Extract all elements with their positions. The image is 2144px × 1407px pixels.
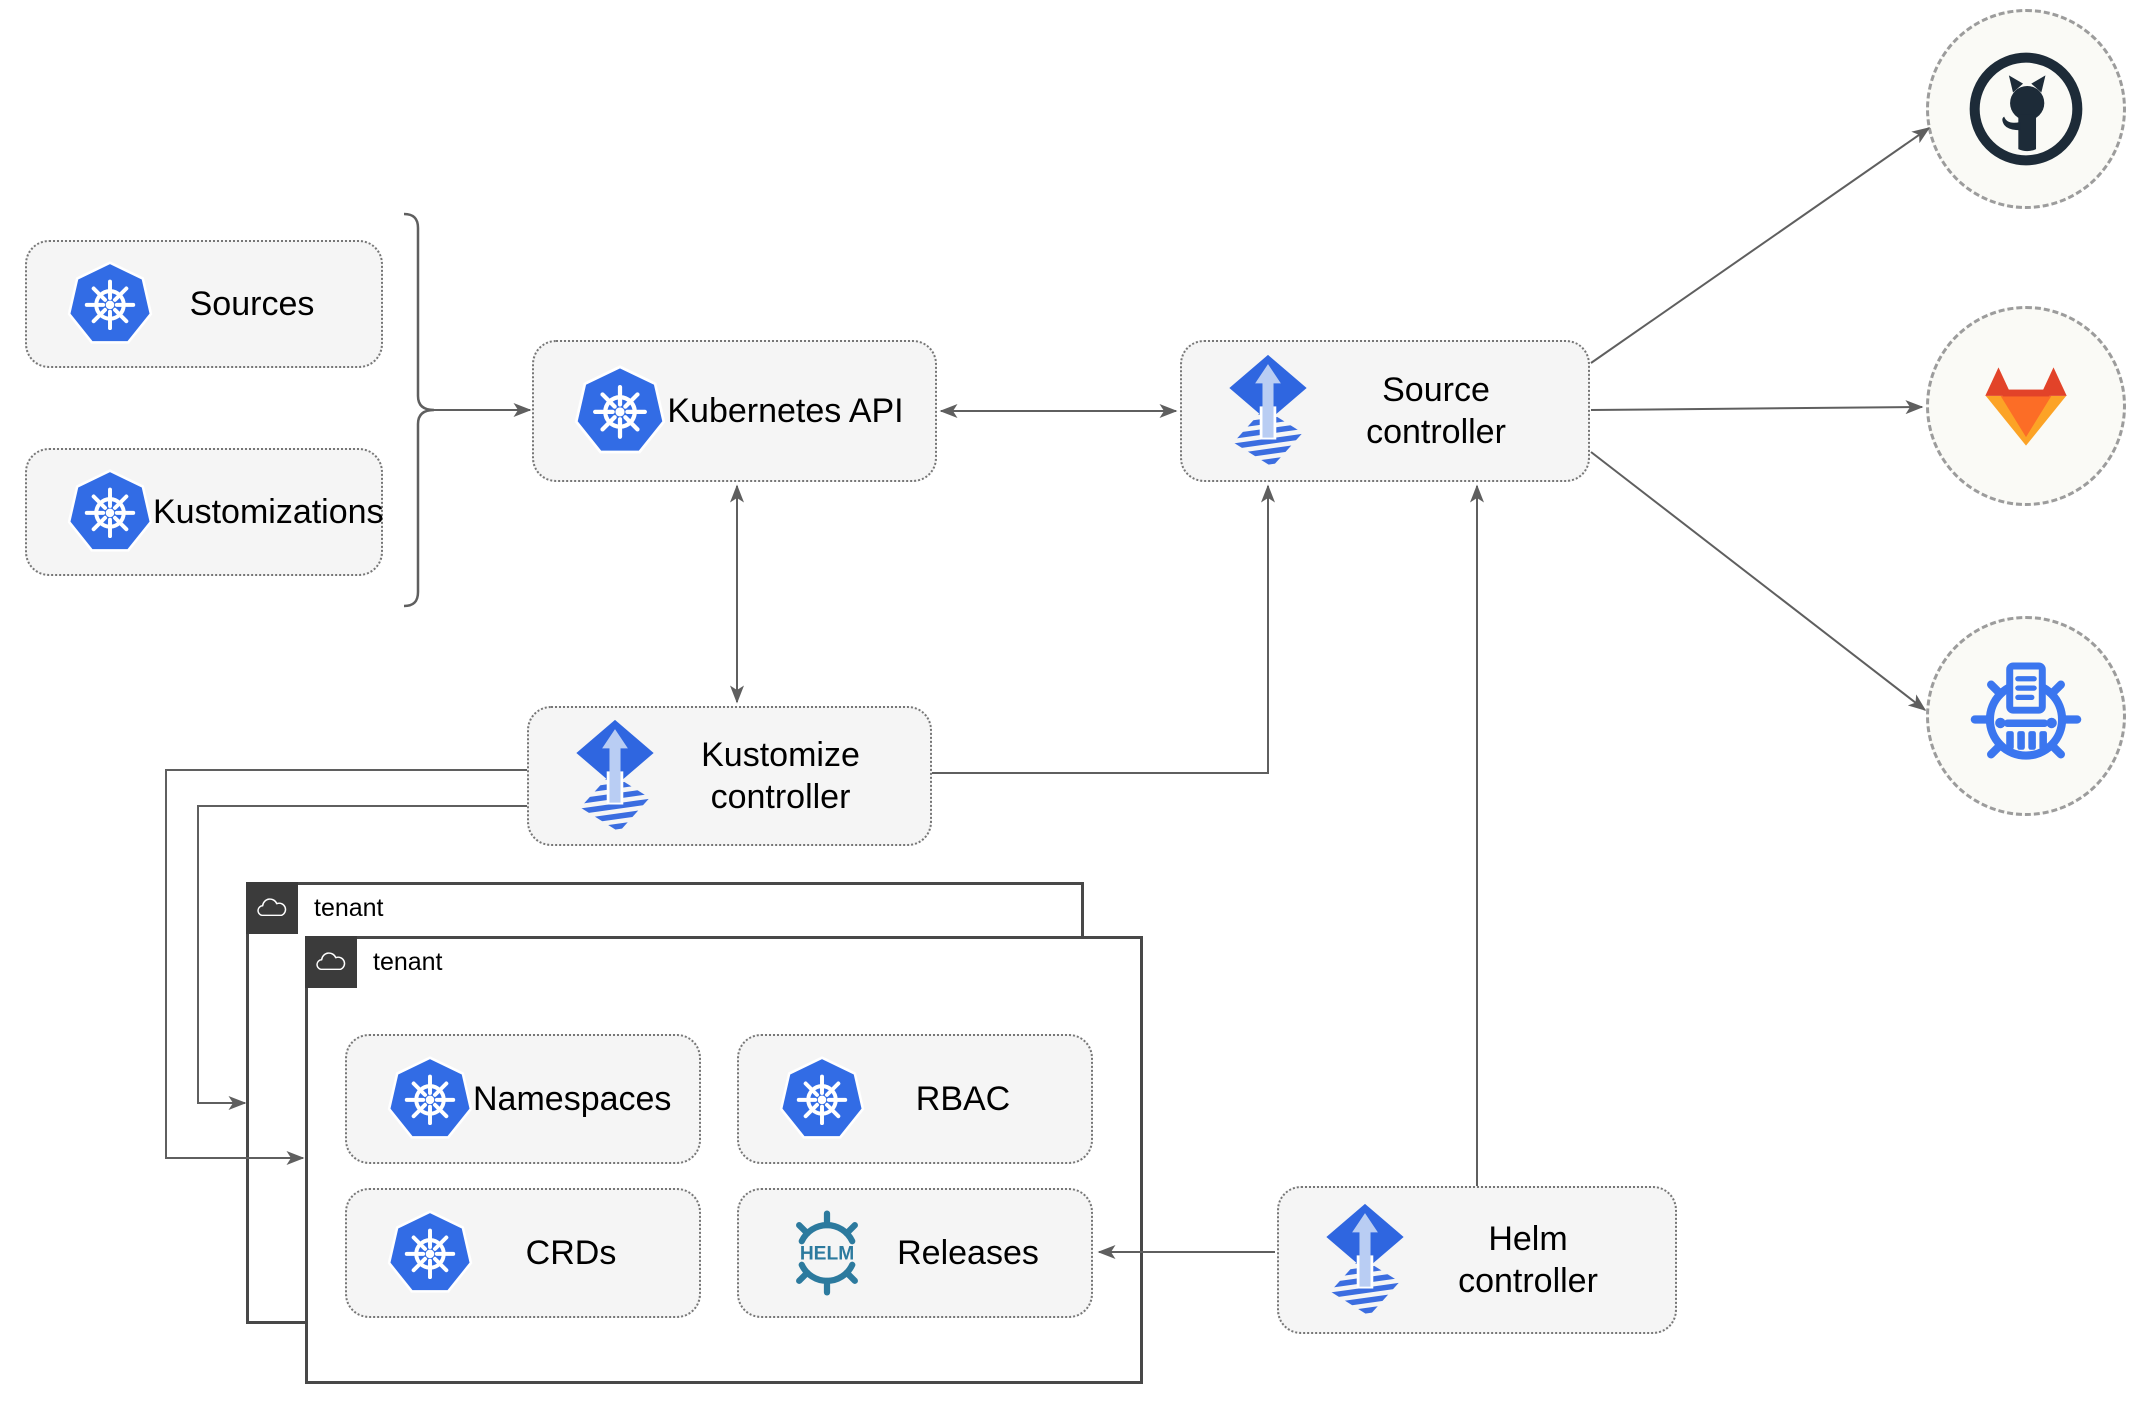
node-namespaces-label: Namespaces <box>473 1079 672 1118</box>
node-kubernetes-api-label: Kubernetes API <box>667 391 904 430</box>
node-crds-label: CRDs <box>525 1233 617 1272</box>
edge-source-to-helm-repository <box>1590 451 1927 711</box>
remote-github <box>1926 9 2126 209</box>
node-sources: Sources <box>25 240 383 368</box>
github-icon <box>1967 50 2085 168</box>
node-namespaces: Namespaces <box>345 1034 701 1164</box>
kubernetes-icon <box>779 1056 865 1142</box>
helm-icon: HELM <box>779 1205 875 1301</box>
tenant-front-label: tenant <box>373 947 443 976</box>
node-kustomizations-label: Kustomizations <box>153 492 384 531</box>
node-kustomizations: Kustomizations <box>25 448 384 576</box>
edge-kustomize-to-source-controller <box>932 484 1275 774</box>
node-source-controller: Source controller <box>1180 340 1590 482</box>
cloud-icon <box>314 951 348 974</box>
cloud-icon <box>255 897 289 920</box>
kubernetes-icon <box>387 1210 473 1296</box>
edge-source-to-github <box>1590 127 1931 364</box>
helm-wordmark: HELM <box>800 1244 854 1265</box>
node-kustomize-controller: Kustomize controller <box>527 706 932 846</box>
node-crds: CRDs <box>345 1188 701 1318</box>
node-kustomize-controller-label: Kustomize controller <box>701 735 860 817</box>
node-helm-controller-label: Helm controller <box>1458 1219 1598 1301</box>
node-sources-label: Sources <box>189 284 315 323</box>
gitlab-icon <box>1973 361 2079 452</box>
tenant-tab <box>305 936 357 988</box>
node-rbac-label: RBAC <box>915 1079 1011 1118</box>
node-kubernetes-api: Kubernetes API <box>532 340 937 482</box>
kubernetes-icon <box>67 261 153 347</box>
node-releases-label: Releases <box>897 1233 1039 1272</box>
tenant-tab <box>246 882 298 934</box>
tenant-back-label: tenant <box>314 893 384 922</box>
node-rbac: RBAC <box>737 1034 1093 1164</box>
bracket-sources-group <box>403 212 435 608</box>
node-helm-controller: Helm controller <box>1277 1186 1677 1334</box>
kubernetes-icon <box>574 365 666 457</box>
helm-repository-icon <box>1962 652 2090 780</box>
kubernetes-icon <box>67 469 153 555</box>
node-source-controller-label: Source controller <box>1366 370 1506 452</box>
remote-helm-repository <box>1926 616 2126 816</box>
flux-icon <box>1222 353 1314 469</box>
flux-icon <box>569 718 661 834</box>
kubernetes-icon <box>387 1056 473 1142</box>
node-releases: HELM Releases <box>737 1188 1093 1318</box>
remote-gitlab <box>1926 306 2126 506</box>
edge-source-to-gitlab <box>1590 400 1924 415</box>
flux-icon <box>1319 1202 1411 1318</box>
